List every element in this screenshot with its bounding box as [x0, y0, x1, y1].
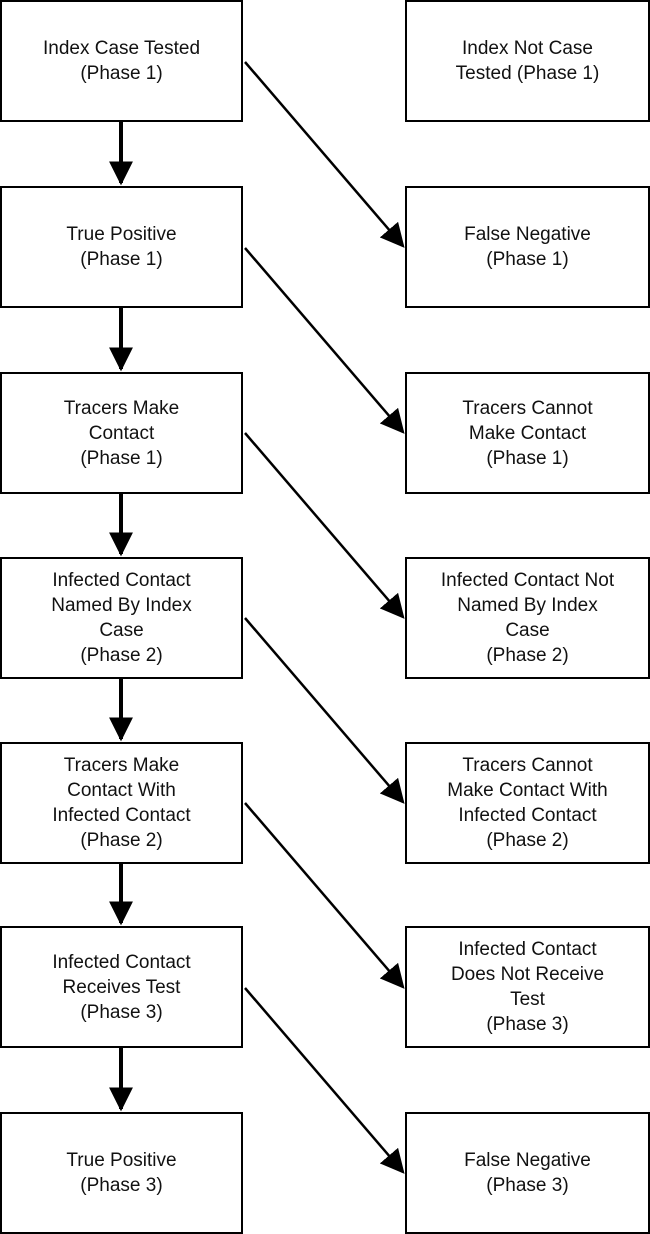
node-infected-contact-named: Infected Contact Named By Index Case (Ph…	[0, 557, 243, 679]
node-label: Index Not Case Tested (Phase 1)	[455, 38, 600, 84]
node-label: True Positive (Phase 3)	[66, 1150, 177, 1196]
node-index-not-case-tested: Index Not Case Tested (Phase 1)	[405, 0, 650, 122]
node-infected-contact-receives-test: Infected Contact Receives Test (Phase 3)	[0, 926, 243, 1048]
arrow-diagonal-4	[244, 617, 405, 804]
node-label: True Positive (Phase 1)	[66, 224, 177, 270]
arrow-diagonal-3	[244, 432, 405, 619]
node-false-negative-phase-1: False Negative (Phase 1)	[405, 186, 650, 308]
node-label: Tracers Make Contact With Infected Conta…	[52, 755, 191, 851]
node-label: Infected Contact Receives Test (Phase 3)	[52, 951, 191, 1023]
node-true-positive-phase-3: True Positive (Phase 3)	[0, 1112, 243, 1234]
node-label: False Negative (Phase 1)	[464, 224, 591, 270]
node-tracers-cannot-make-contact-infected: Tracers Cannot Make Contact With Infecte…	[405, 742, 650, 864]
arrow-diagonal-5	[244, 802, 405, 989]
node-label: Index Case Tested (Phase 1)	[42, 38, 201, 84]
arrow-diagonal-2	[244, 247, 405, 434]
node-tracers-cannot-make-contact: Tracers Cannot Make Contact (Phase 1)	[405, 372, 650, 494]
arrow-diagonal-1	[244, 61, 405, 248]
node-label: Infected Contact Does Not Receive Test (…	[450, 939, 605, 1035]
node-label: Infected Contact Not Named By Index Case…	[440, 570, 615, 666]
node-label: False Negative (Phase 3)	[464, 1150, 591, 1196]
node-index-case-tested: Index Case Tested (Phase 1)	[0, 0, 243, 122]
node-infected-contact-not-named: Infected Contact Not Named By Index Case…	[405, 557, 650, 679]
node-label: Tracers Cannot Make Contact With Infecte…	[447, 755, 608, 851]
node-true-positive-phase-1: True Positive (Phase 1)	[0, 186, 243, 308]
node-tracers-make-contact-infected: Tracers Make Contact With Infected Conta…	[0, 742, 243, 864]
node-label: Tracers Cannot Make Contact (Phase 1)	[462, 397, 593, 469]
node-tracers-make-contact: Tracers Make Contact (Phase 1)	[0, 372, 243, 494]
node-false-negative-phase-3: False Negative (Phase 3)	[405, 1112, 650, 1234]
arrow-diagonal-6	[244, 987, 405, 1174]
node-label: Tracers Make Contact (Phase 1)	[63, 397, 180, 469]
node-infected-contact-no-test: Infected Contact Does Not Receive Test (…	[405, 926, 650, 1048]
node-label: Infected Contact Named By Index Case (Ph…	[51, 570, 192, 666]
